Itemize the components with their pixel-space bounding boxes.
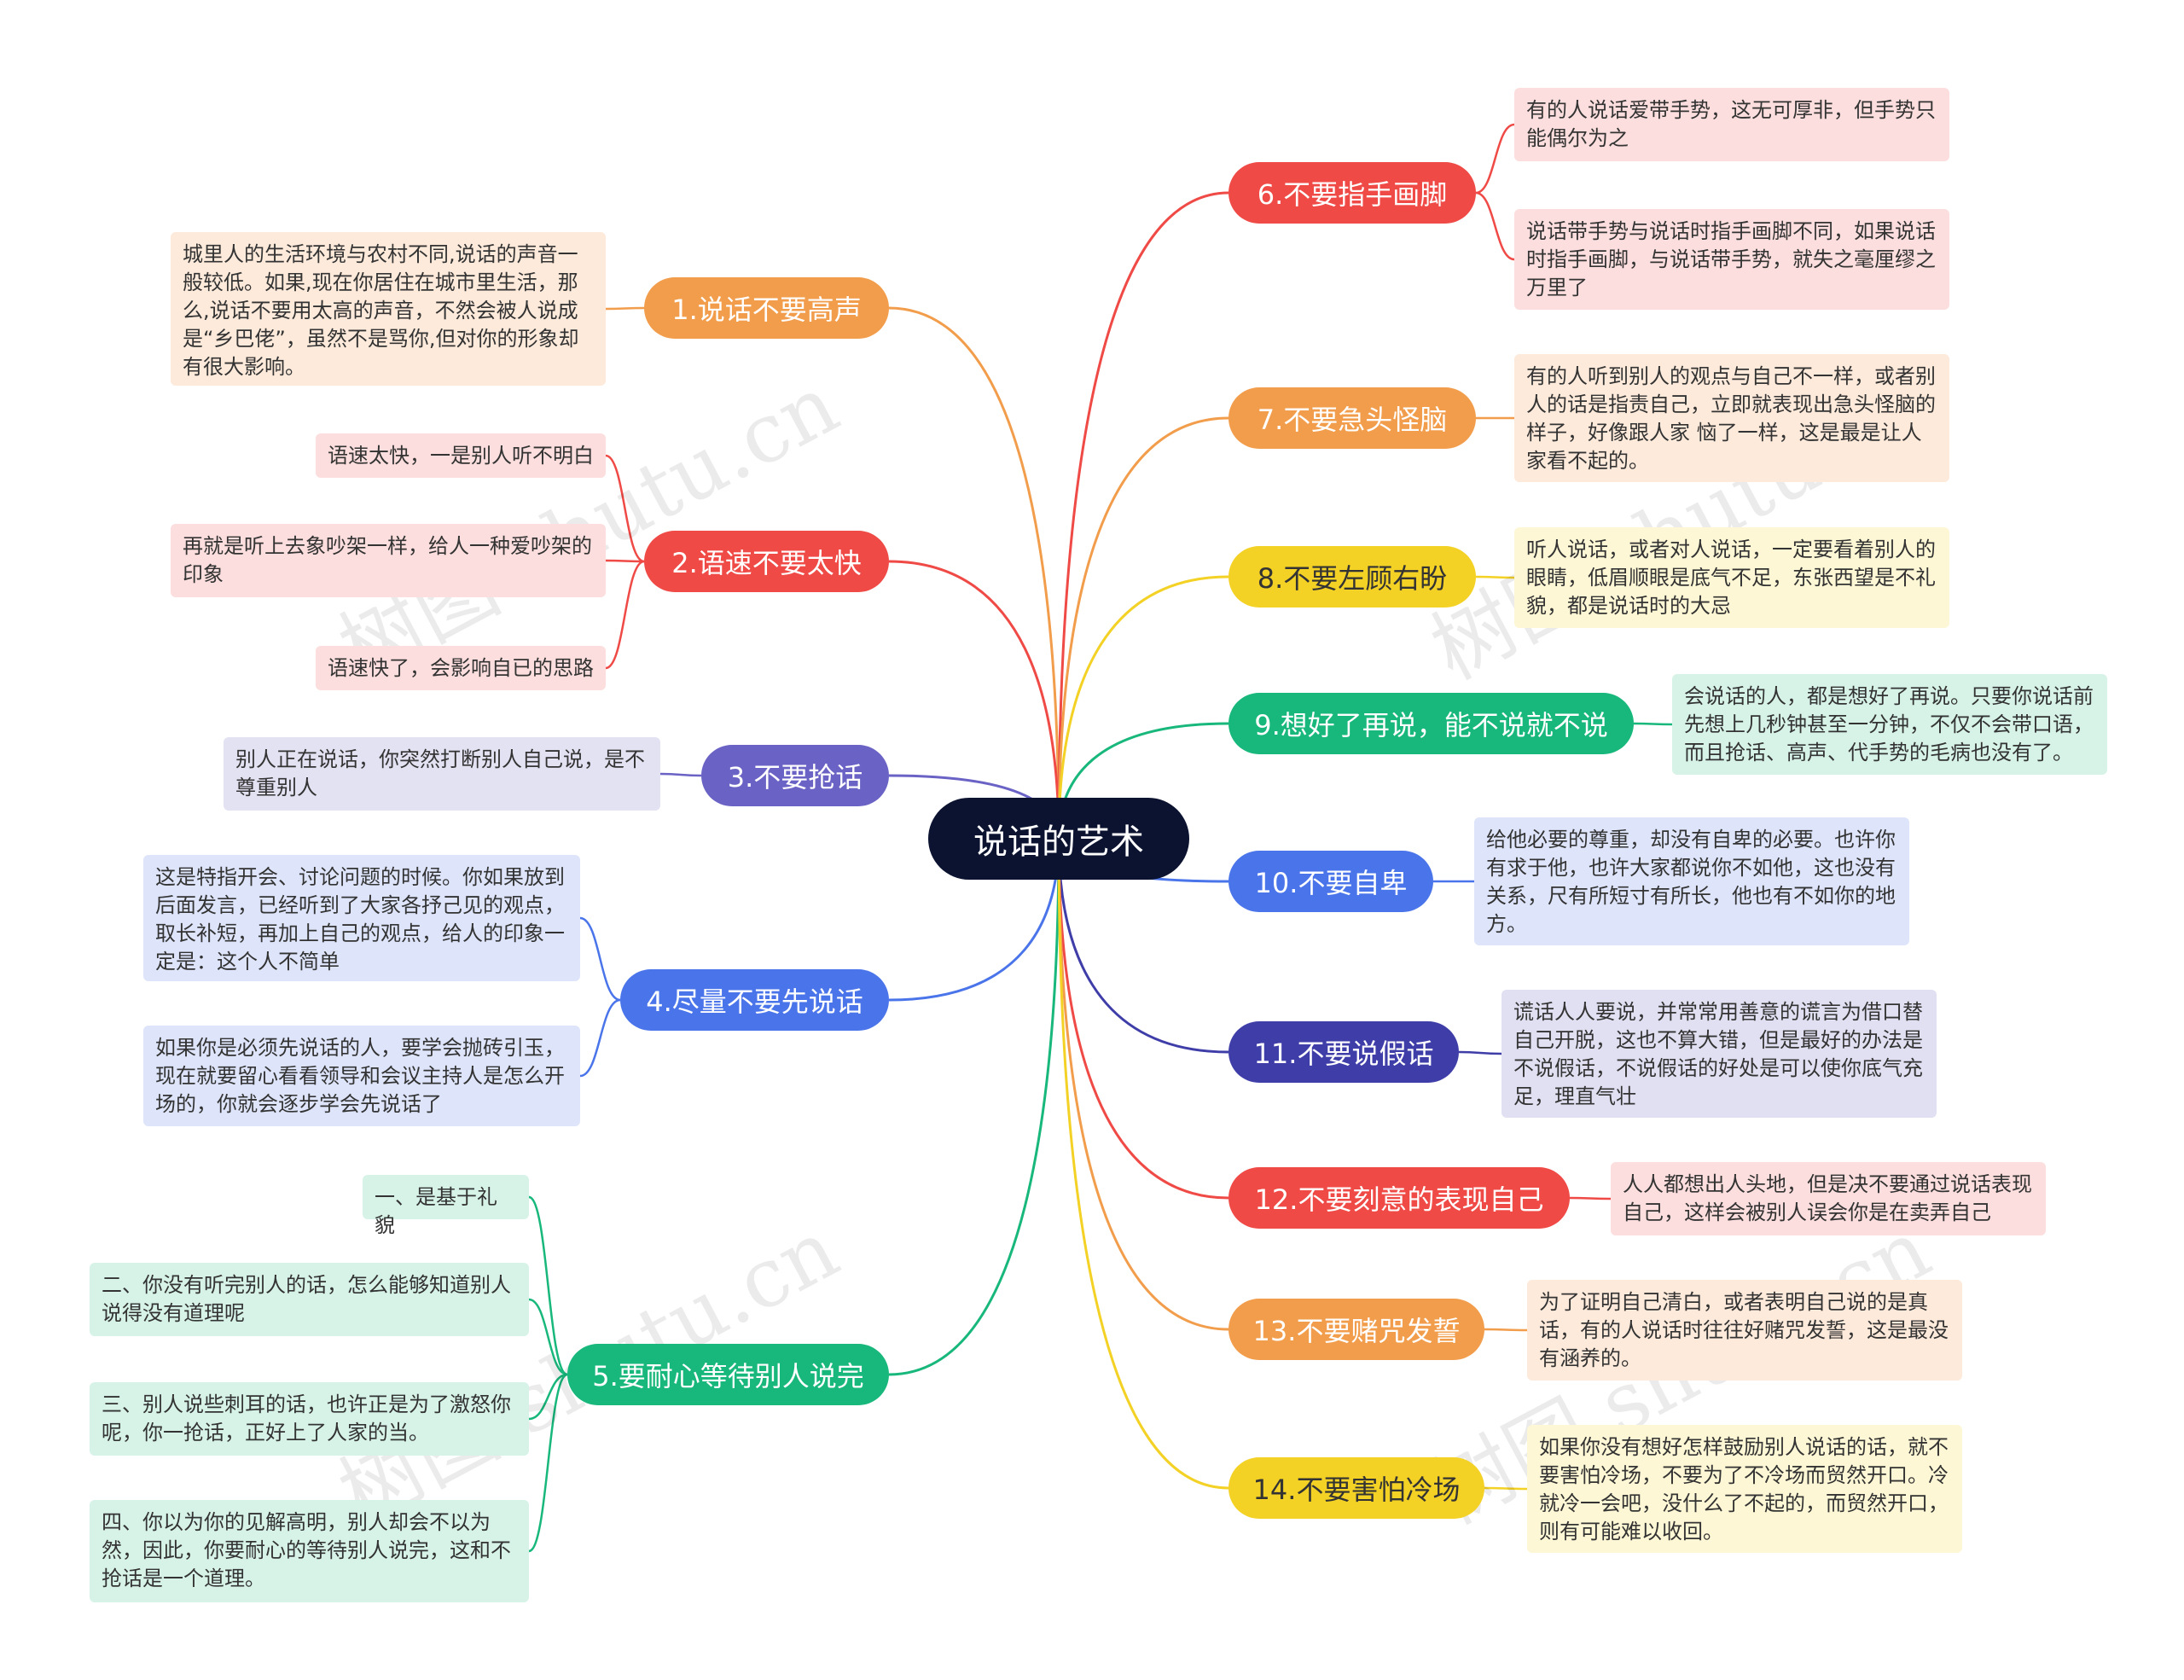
branch-note[interactable]: 听人说话，或者对人说话，一定要看着别人的眼睛，低眉顺眼是底气不足，东张西望是不礼… <box>1514 527 1949 628</box>
branch-topic[interactable]: 2.语速不要太快 <box>644 531 889 592</box>
connector-line <box>605 454 645 563</box>
branch-topic[interactable]: 7.不要急头怪脑 <box>1228 387 1476 449</box>
branch-note[interactable]: 这是特指开会、讨论问题的时候。你如果放到后面发言，已经听到了大家各抒己见的观点，… <box>143 855 580 981</box>
branch-note[interactable]: 谎话人人要说，并常常用善意的谎言为借口替自己开脱，这也不算大错，但是最好的办法是… <box>1502 990 1937 1118</box>
connector-line <box>1057 575 1229 840</box>
branch-topic[interactable]: 4.尽量不要先说话 <box>620 969 889 1031</box>
branch-note[interactable]: 人人都想出人头地，但是决不要通过说话表现自己，这样会被别人误会你是在卖弄自己 <box>1611 1162 2046 1235</box>
connector-line <box>888 838 1060 1376</box>
connector-line <box>528 1195 568 1376</box>
connector-line <box>528 1373 568 1553</box>
connector-line <box>1057 838 1229 1331</box>
branch-topic[interactable]: 10.不要自卑 <box>1228 851 1433 912</box>
branch-note[interactable]: 城里人的生活环境与农村不同,说话的声音一般较低。如果,现在你居住在城市里生活，那… <box>171 232 606 386</box>
branch-topic[interactable]: 8.不要左顾右盼 <box>1228 546 1476 607</box>
connector-line <box>579 916 621 1002</box>
branch-topic[interactable]: 9.想好了再说，能不说就不说 <box>1228 693 1634 754</box>
branch-note[interactable]: 语速太快，一是别人听不明白 <box>316 433 606 478</box>
branch-note[interactable]: 三、别人说些刺耳的话，也许正是为了激怒你呢，你一抢话，正好上了人家的当。 <box>90 1382 529 1456</box>
branch-note[interactable]: 给他必要的尊重，却没有自卑的必要。也许你有求于他，也许大家都说你不如他，这也没有… <box>1474 817 1909 945</box>
branch-topic[interactable]: 6.不要指手画脚 <box>1228 162 1476 224</box>
branch-note[interactable]: 四、你以为你的见解高明，别人却会不以为然，因此，你要耐心的等待别人说完，这和不抢… <box>90 1500 529 1602</box>
connector-line <box>888 560 1060 840</box>
connector-line <box>1057 838 1229 1054</box>
connector-line <box>1475 191 1515 261</box>
connector-line <box>528 1298 568 1376</box>
branch-topic[interactable]: 1.说话不要高声 <box>644 277 889 339</box>
connector-line <box>1569 1196 1612 1200</box>
branch-note[interactable]: 再就是听上去象吵架一样，给人一种爱吵架的印象 <box>171 524 606 597</box>
root-topic[interactable]: 说话的艺术 <box>928 798 1189 880</box>
branch-note[interactable]: 语速快了，会影响自已的思路 <box>316 646 606 690</box>
connector-line <box>605 560 645 670</box>
connector-line <box>579 998 621 1078</box>
connector-line <box>1057 838 1229 1490</box>
connector-line <box>1475 575 1515 579</box>
connector-line <box>659 772 702 777</box>
connector-line <box>1484 1486 1528 1491</box>
connector-line <box>1475 123 1515 195</box>
branch-topic[interactable]: 3.不要抢话 <box>701 745 889 806</box>
branch-topic[interactable]: 5.要耐心等待别人说完 <box>567 1344 889 1405</box>
branch-note[interactable]: 说话带手势与说话时指手画脚不同，如果说话时指手画脚，与说话带手势，就失之毫厘缪之… <box>1514 209 1949 310</box>
branch-note[interactable]: 有的人听到别人的观点与自己不一样，或者别人的话是指责自己，立即就表现出急头怪脑的… <box>1514 354 1949 482</box>
branch-note[interactable]: 一、是基于礼貌 <box>363 1175 529 1237</box>
branch-note[interactable]: 如果你没有想好怎样鼓励别人说话的话，就不要害怕冷场，不要为了不冷场而贸然开口。冷… <box>1527 1425 1962 1553</box>
branch-note[interactable]: 会说话的人，都是想好了再说。只要你说话前先想上几秒钟甚至一分钟，不仅不会带口语，… <box>1672 674 2107 775</box>
connector-line <box>605 306 645 311</box>
connector-line <box>1057 416 1229 840</box>
branch-topic[interactable]: 14.不要害怕冷场 <box>1228 1457 1484 1519</box>
branch-note[interactable]: 别人正在说话，你突然打断别人自己说，是不尊重别人 <box>224 737 660 811</box>
connector-line <box>888 306 1060 840</box>
branch-topic[interactable]: 13.不要赌咒发誓 <box>1228 1299 1484 1360</box>
connector-line <box>528 1373 568 1421</box>
branch-topic[interactable]: 11.不要说假话 <box>1228 1021 1459 1083</box>
branch-topic[interactable]: 12.不要刻意的表现自己 <box>1228 1167 1570 1229</box>
branch-note[interactable]: 有的人说话爱带手势，这无可厚非，但手势只能偶尔为之 <box>1514 88 1949 161</box>
branch-note[interactable]: 为了证明自己清白，或者表明自己说的是真话，有的人说话时往往好赌咒发誓，这是最没有… <box>1527 1280 1962 1381</box>
connector-line <box>1458 1050 1502 1055</box>
branch-note[interactable]: 二、你没有听完别人的话，怎么能够知道别人说得没有道理呢 <box>90 1263 529 1336</box>
connector-line <box>1057 191 1229 840</box>
branch-note[interactable]: 如果你是必须先说话的人，要学会抛砖引玉，现在就要留心看看领导和会议主持人是怎么开… <box>143 1026 580 1126</box>
connector-line <box>1484 1328 1528 1332</box>
